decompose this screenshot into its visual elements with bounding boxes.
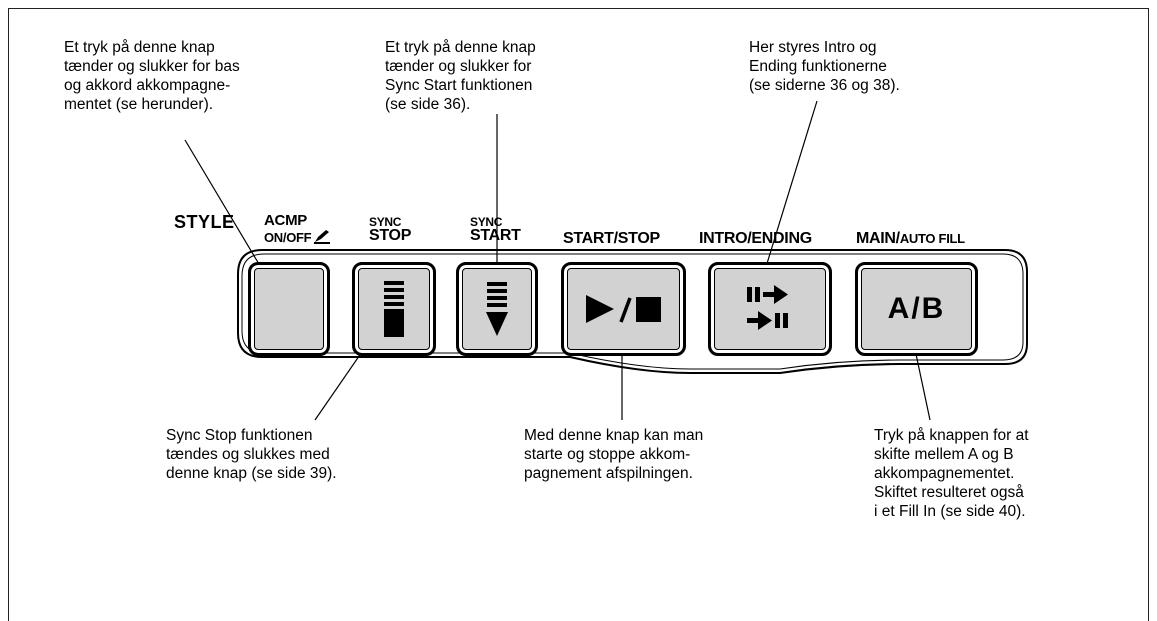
acmp-label-line2: ON/OFF xyxy=(264,228,331,245)
intro-ending-label: INTRO/ENDING xyxy=(699,230,812,247)
start-stop-label: START/STOP xyxy=(563,230,660,247)
acmp-on-off: ON/OFF xyxy=(264,230,312,245)
sync-stop-label-line2: STOP xyxy=(369,227,412,244)
sync-start-icon xyxy=(486,282,508,336)
main-auto-fill-label: MAIN/AUTO FILL xyxy=(856,230,965,248)
page-frame xyxy=(8,8,1149,621)
sync-stop-icon xyxy=(384,281,404,337)
panel-outline xyxy=(237,249,1028,374)
callout-main-auto-fill: Tryk på knappen for at skifte mellem A o… xyxy=(874,427,1029,520)
sync-stop-button[interactable] xyxy=(352,262,436,356)
sync-start-button[interactable] xyxy=(456,262,538,356)
callout-start-stop: Med denne knap kan man starte og stoppe … xyxy=(524,427,704,482)
pen-icon xyxy=(314,230,331,244)
sync-start-label-line2: START xyxy=(470,227,521,244)
sync-stop-label-line1: SYNC xyxy=(369,215,402,229)
sync-start-label-line1: SYNC xyxy=(470,215,503,229)
callout-intro-ending: Her styres Intro og Ending funktionerne … xyxy=(749,39,900,94)
auto-fill-label: AUTO FILL xyxy=(899,231,965,246)
acmp-label-line1: ACMP xyxy=(264,212,307,229)
callout-acmp: Et tryk på denne knap tænder og slukker … xyxy=(64,39,240,113)
ab-button-text: A/B xyxy=(887,292,946,325)
intro-ending-button[interactable] xyxy=(708,262,832,356)
main-label: MAIN/ xyxy=(856,230,900,247)
play-stop-icon xyxy=(585,295,661,323)
callout-sync-start: Et tryk på denne knap tænder og slukker … xyxy=(385,39,536,113)
start-stop-button[interactable] xyxy=(561,262,686,356)
main-auto-fill-button[interactable]: A/B xyxy=(855,262,978,356)
sync-stop-label: SYNC STOP xyxy=(369,216,411,244)
acmp-label: ACMP ON/OFF xyxy=(264,212,331,245)
intro-ending-icon xyxy=(747,285,788,330)
acmp-on-off-button[interactable] xyxy=(248,262,330,356)
panel-inner-outline xyxy=(241,253,1024,370)
style-label: STYLE xyxy=(174,212,235,232)
sync-start-label: SYNC START xyxy=(470,216,521,244)
callout-sync-stop: Sync Stop funktionen tændes og slukkes m… xyxy=(166,427,337,482)
